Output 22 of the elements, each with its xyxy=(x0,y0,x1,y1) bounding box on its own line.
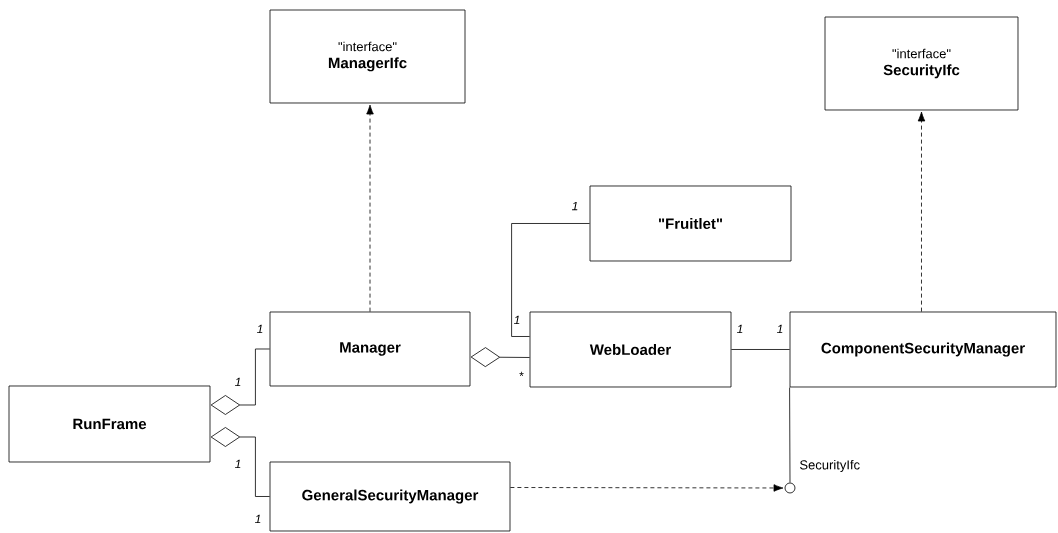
aggregation-line xyxy=(210,348,270,415)
multiplicity-label: 1 xyxy=(235,377,241,387)
class-box: "Fruitlet" xyxy=(589,185,792,262)
class-box: WebLoader xyxy=(529,311,732,388)
class-box: ComponentSecurityManager xyxy=(789,311,1057,388)
multiplicity-label: 1 xyxy=(514,315,520,325)
association-line xyxy=(731,349,790,350)
interface-label: SecurityIfc xyxy=(800,459,860,473)
class-box: "interface" SecurityIfc xyxy=(824,16,1019,111)
aggregation-line xyxy=(470,347,530,368)
aggregation-line xyxy=(210,427,270,497)
dashed-arrow xyxy=(917,111,926,312)
association-line xyxy=(789,387,791,483)
multiplicity-label: 1 xyxy=(572,201,578,211)
dashed-arrow xyxy=(510,484,784,492)
association-line xyxy=(511,223,590,337)
class-box: RunFrame xyxy=(8,385,211,463)
class-box: GeneralSecurityManager xyxy=(269,461,511,532)
multiplicity-label: 1 xyxy=(235,459,241,469)
class-box: Manager xyxy=(269,311,471,387)
dashed-arrow xyxy=(366,104,374,312)
class-box: "interface" ManagerIfc xyxy=(269,9,466,104)
